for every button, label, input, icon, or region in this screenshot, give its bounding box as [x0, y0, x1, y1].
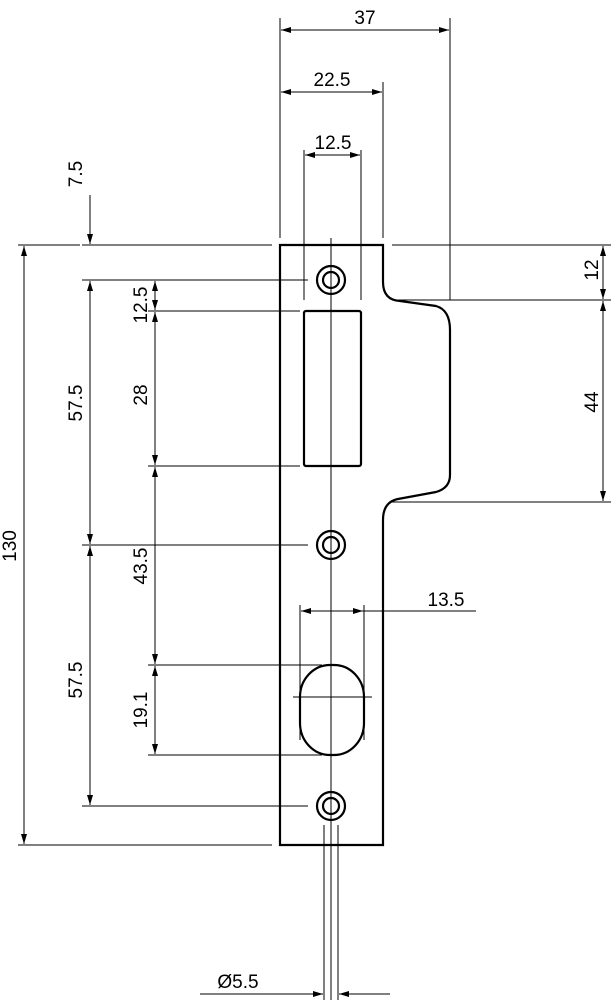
dim-hole-spacing-lower: 57.5: [66, 662, 87, 699]
latch-slot: [302, 309, 363, 468]
dim-top-offset: 7.5: [66, 161, 87, 187]
dim-total-height: 130: [0, 530, 21, 562]
dim-cyl-opening-width: 13.5: [428, 590, 465, 611]
strike-plate-outline: [278, 243, 452, 847]
cylinder-opening: [298, 663, 366, 757]
dim-slot-to-hole: 43.5: [131, 548, 152, 585]
dim-width-overall: 37: [354, 8, 375, 29]
dim-lip-top: 12: [582, 259, 603, 280]
dim-cyl-opening-height: 19.1: [131, 692, 152, 729]
dim-slot-height: 28: [131, 384, 152, 405]
dim-lip-height: 44: [582, 391, 603, 413]
dim-screw-diameter: Ø5.5: [217, 972, 258, 993]
dim-hole-spacing-upper: 57.5: [66, 385, 87, 422]
dim-width-slot-edge: 22.5: [314, 70, 351, 91]
dim-width-slot: 12.5: [315, 133, 352, 154]
dim-hole-to-slot: 12.5: [131, 287, 152, 324]
